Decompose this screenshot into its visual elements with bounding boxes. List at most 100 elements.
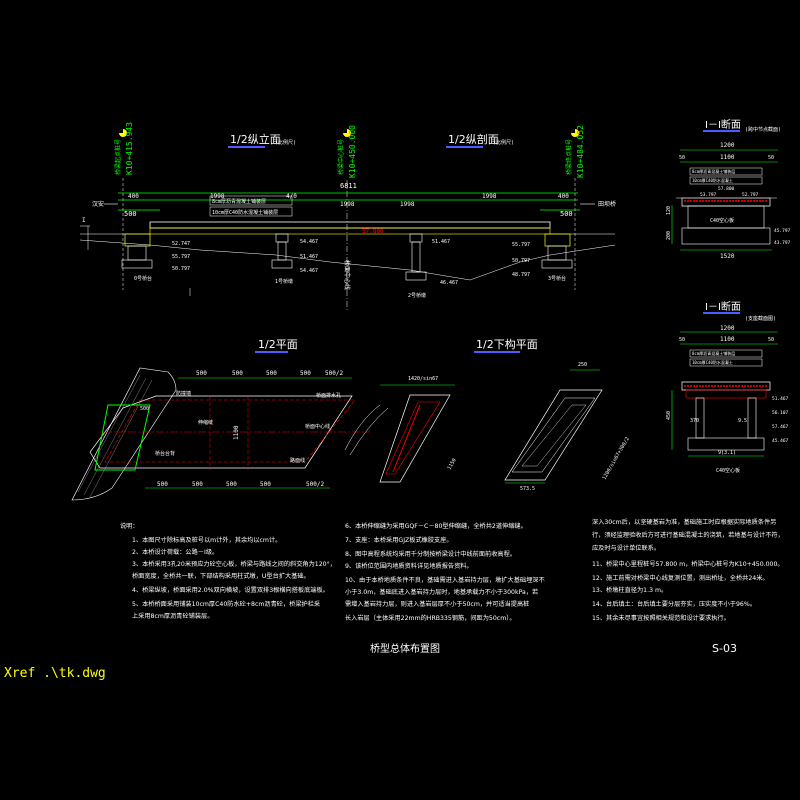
half-lower-plan-title: 1/2下构平面 xyxy=(476,337,538,351)
sec2-sub-label: C40空心板 xyxy=(716,467,740,474)
sec2-deck-label-1: 8cm厚沥青混凝土铺装层 xyxy=(692,350,735,356)
note-c1-5: 5、本桥桥面采用铺装10cm厚C40防水砼+8cm沥青砼，桥梁护栏采 xyxy=(132,600,320,608)
station-marker-end: 桥梁终点桩号 K10+484.052 xyxy=(565,125,585,290)
section-2-title: I－I断面 xyxy=(705,300,741,313)
station-label-end: 桥梁终点桩号 xyxy=(565,139,573,175)
level-0: 52.747 xyxy=(172,241,190,247)
direction-right: 田坝桥 xyxy=(598,200,616,208)
note-c3-4: 12、施工前需对桥梁中心线复测位置，测出桥址，全桥共24米。 xyxy=(592,574,769,582)
pier-label-2: 2号桥墩 xyxy=(408,292,426,299)
pier-2: 2号桥墩 xyxy=(405,233,427,299)
drawing-title: 桥型总体布置图 xyxy=(370,642,440,655)
note-c2-3: 9、该桥位范围内地质资料详见地质报告资料。 xyxy=(345,562,473,570)
station-marker-center: 桥梁中心桩号 K10+450.000 xyxy=(337,125,357,312)
sec1-width-deck: 1100 xyxy=(720,154,735,161)
sec2-dim-2: 50 xyxy=(679,337,685,343)
direction-left: 汉安 xyxy=(92,200,104,208)
half-longitudinal-note: (比例尺) xyxy=(493,139,514,146)
plan-bottom-dim-0: 500 xyxy=(157,481,168,488)
plan-label-3: 伸缩缝 xyxy=(198,419,213,426)
note-c3-6: 14、台后填土：台后填土要分层夯实，压实度不小于96%。 xyxy=(592,600,756,608)
half-plan-view: 1/2平面 500 500 500 500 500/2 500 500 500 … xyxy=(71,338,370,501)
note-c1-1: 2、本桥设计荷载：公路－I级。 xyxy=(132,548,218,556)
plan-top-dim-4: 500/2 xyxy=(325,370,343,377)
note-c2-4: 10、由于本桥地质条件不良，基础需进入基岩持力层，墩扩大基础埋深不 xyxy=(345,576,545,584)
sec2-level-2: 57.467 xyxy=(772,424,789,430)
plan-bottom-dim-2: 500 xyxy=(226,481,237,488)
sec1-level-3: 45.797 xyxy=(774,228,791,234)
sec1-height-1: 200 xyxy=(666,231,672,240)
plan-width: 1100 xyxy=(233,425,240,440)
elev-side-dim-1: 500 xyxy=(560,210,573,218)
elev-sub-dim-1: 1998 xyxy=(400,201,415,208)
plan-bottom-dim-3: 500 xyxy=(260,481,271,488)
level-2: 50.797 xyxy=(172,266,190,272)
plan-top-dim-2: 500 xyxy=(266,370,277,377)
lower-dim-3: 573.5 xyxy=(520,486,535,492)
plan-inner-box-label: 500 xyxy=(140,406,149,412)
sec2-dim-3: 50 xyxy=(768,337,774,343)
note-c2-5: 小于3.0m，基础底进入基岩持力层时，地基承载力不小于300kPa，若 xyxy=(345,588,538,596)
note-c2-0: 6、本桥伸缩缝为采用GQF－C－80型伸缩缝，全桥共2道伸缩缝。 xyxy=(345,522,527,530)
half-elevation-note: (比例尺) xyxy=(275,139,296,146)
note-c3-1: 行，须经监理验收后方可进行基础混凝土的浇筑，若地基与设计不符， xyxy=(592,531,784,539)
sec1-level-1: 52.797 xyxy=(742,192,759,198)
level-10: 48.797 xyxy=(512,272,530,278)
title-block: 桥型总体布置图 S-03 xyxy=(370,642,737,655)
sec2-dim-4: 370 xyxy=(690,418,699,424)
sec2-level-3: 45.467 xyxy=(772,438,789,444)
plan-top-dim-3: 500 xyxy=(300,370,311,377)
station-label-start: 桥梁起点桩号 xyxy=(114,139,122,175)
note-c2-1: 7、支座：本桥采用GJZ板式橡胶支座。 xyxy=(345,536,453,544)
section-2-note: (支座截面图) xyxy=(745,315,776,322)
abutment-3: 3号桥台 xyxy=(541,233,573,282)
deck-label-asphalt: 8cm厚沥青混凝土铺装层 xyxy=(212,198,266,205)
level-6: 51.467 xyxy=(432,239,450,245)
sheet-number: S-03 xyxy=(712,642,737,655)
sec1-level-2: 57.800 xyxy=(718,186,735,192)
note-c3-2: 应及时与设计单位联系。 xyxy=(592,544,660,552)
note-c1-3: 桥面宽度，全桥共一联，下部结构采用柱式墩，U型台扩大基础。 xyxy=(132,572,310,580)
xref-label: Xref .\tk.dwg xyxy=(4,666,106,681)
section-1-note: (跨中节点截面) xyxy=(745,126,781,133)
sec2-dim-7: 9(3.1) xyxy=(718,450,736,456)
sec2-dim-1: 1100 xyxy=(720,336,735,343)
elev-dim-3: 1998 xyxy=(482,193,497,200)
sec2-dim-0: 1200 xyxy=(720,325,735,332)
note-c1-6: 上采用8cm厚沥青砼铺装层。 xyxy=(132,612,213,620)
elev-section-mark: I xyxy=(82,217,86,224)
note-c3-0: 深入30cm后，以坚硬基岩为准，基础施工时应根据实际地质条件另 xyxy=(592,518,776,526)
note-c1-2: 3、本桥采用3孔20米预应力砼空心板，桥梁与路线之间的斜交角为120°， xyxy=(132,560,336,568)
level-4: 51.467 xyxy=(300,254,318,260)
sec1-height-0: 120 xyxy=(666,206,672,215)
plan-top-dim-1: 500 xyxy=(232,370,243,377)
sec1-level-0: 53.797 xyxy=(700,192,717,198)
station-value-end: K10+484.052 xyxy=(576,125,585,178)
station-value-start: K10+415.943 xyxy=(125,122,134,175)
sec2-level-1: 56.107 xyxy=(772,410,789,416)
sec1-edge-right: 50 xyxy=(768,155,774,161)
note-c3-3: 11、桥梁中心里程桩号57.800 m，桥梁中心桩号为K10+450.000。 xyxy=(592,560,784,568)
elevation-view: 1/2纵立面 (比例尺) 1/2纵剖面 (比例尺) 桥梁起点桩号 K10+415… xyxy=(79,122,616,312)
pier-label-0: 0号桥台 xyxy=(134,275,152,282)
half-longitudinal-title: 1/2纵剖面 xyxy=(448,132,499,146)
plan-bottom-dim-1: 500 xyxy=(192,481,203,488)
elev-dim-1: 1998 xyxy=(210,193,225,200)
station-label-center: 桥梁中心桩号 xyxy=(337,139,345,175)
note-c3-5: 13、桥墩柱直径为1.3 m。 xyxy=(592,586,667,594)
elev-dim-2: 4/0 xyxy=(286,193,297,200)
elev-sub-dim-0: 1998 xyxy=(340,201,355,208)
plan-bottom-dim-4: 500/2 xyxy=(306,481,324,488)
sec1-deck-label-2: 10cm厚C40防水混凝土 xyxy=(692,177,733,183)
level-1: 55.797 xyxy=(172,254,190,260)
note-c2-6: 需增入基岩持力层，则进入基岩层厚不小于50cm，并可适当提高桩 xyxy=(345,600,529,608)
sec2-level-0: 51.467 xyxy=(772,396,789,402)
plan-label-4: 桥台台背 xyxy=(155,450,175,457)
elev-dim-4: 400 xyxy=(558,193,569,200)
elev-levels: 52.747 55.797 50.797 54.467 51.467 54.46… xyxy=(172,239,530,286)
station-value-center: K10+450.000 xyxy=(348,125,357,178)
sec2-dim-5: 9.5 xyxy=(738,418,747,424)
note-c1-0: 1、本图尺寸除标高及桩号以m计外，其余均以cm计。 xyxy=(132,536,281,544)
pier-label-3: 3号桥台 xyxy=(548,275,566,282)
